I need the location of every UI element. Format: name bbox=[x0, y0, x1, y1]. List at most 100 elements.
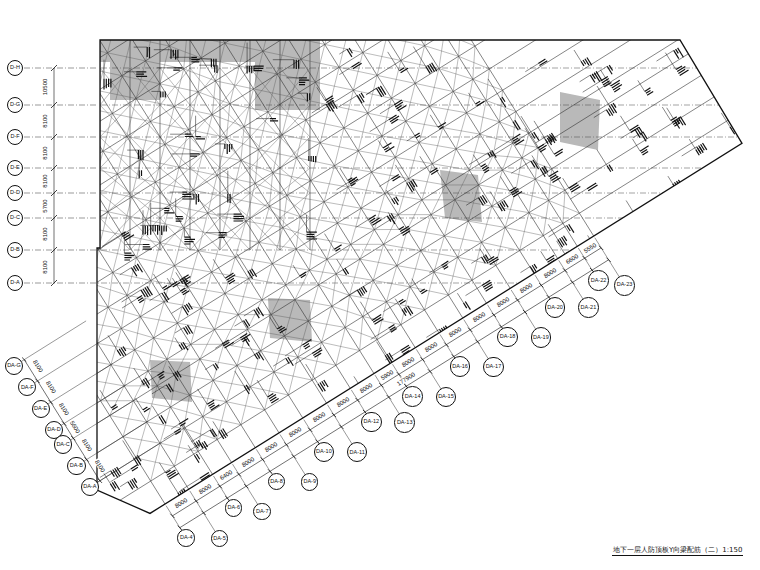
drawing-line bbox=[496, 383, 502, 392]
drawing-line bbox=[565, 487, 568, 492]
drawing-line bbox=[740, 226, 745, 235]
drawing-line bbox=[249, 242, 260, 278]
drawing-line bbox=[500, 176, 509, 191]
drawing-line bbox=[387, 0, 396, 38]
drawing-line bbox=[588, 185, 597, 191]
drawing-line bbox=[24, 168, 740, 169]
drawing-line bbox=[127, 99, 137, 137]
drawing-line bbox=[490, 259, 499, 265]
drawing-line bbox=[190, 105, 220, 137]
drawing-line bbox=[737, 298, 742, 301]
drawing-line bbox=[557, 241, 565, 254]
drawing-line bbox=[217, 138, 227, 176]
drawing-line bbox=[729, 492, 734, 500]
drawing-line bbox=[203, 115, 213, 153]
drawing-line bbox=[581, 446, 586, 453]
drawing-line bbox=[636, 342, 641, 345]
drawing-line bbox=[32, 253, 42, 291]
drawing-line bbox=[247, 66, 248, 73]
drawing-line bbox=[139, 149, 140, 170]
drawing-line bbox=[550, 134, 555, 143]
drawing-line bbox=[349, 0, 358, 30]
drawing-line bbox=[407, 136, 415, 141]
drawing-line bbox=[366, 88, 376, 94]
drawing-line bbox=[201, 272, 211, 308]
drawing-line bbox=[235, 371, 245, 386]
drawing-line bbox=[175, 50, 176, 60]
drawing-line bbox=[400, 300, 406, 304]
drawing-line bbox=[726, 490, 731, 499]
drawing-line bbox=[151, 91, 160, 92]
drawing-line bbox=[431, 170, 438, 174]
drawing-line bbox=[428, 369, 432, 373]
drawing-line bbox=[405, 518, 410, 521]
drawing-line bbox=[561, 463, 571, 479]
drawing-line bbox=[603, 494, 607, 501]
drawing-line bbox=[727, 493, 731, 500]
drawing-line bbox=[726, 311, 731, 318]
drawing-line bbox=[663, 339, 670, 343]
drawing-line bbox=[747, 312, 752, 315]
drawing-line bbox=[722, 166, 725, 171]
drawing-line bbox=[106, 79, 107, 88]
drawing-line bbox=[337, 182, 349, 190]
drawing-line bbox=[340, 502, 346, 511]
drawing-line bbox=[525, 128, 538, 148]
drawing-line bbox=[169, 12, 172, 46]
drawing-line bbox=[51, 190, 57, 196]
drawing-line bbox=[0, 0, 303, 418]
drawing-line bbox=[563, 489, 567, 495]
drawing-line bbox=[333, 502, 338, 510]
drawing-line bbox=[722, 492, 728, 501]
drawing-line bbox=[143, 246, 151, 247]
drawing-line bbox=[383, 406, 394, 423]
drawing-line bbox=[410, 0, 415, 23]
drawing-line bbox=[241, 387, 250, 425]
drawing-line bbox=[656, 227, 664, 232]
drawing-line bbox=[213, 421, 219, 431]
drawing-line bbox=[601, 495, 606, 503]
drawing-line bbox=[640, 259, 643, 264]
drawing-line bbox=[515, 355, 518, 360]
drawing-line bbox=[230, 194, 231, 203]
drawing-line bbox=[379, 179, 391, 187]
drawing-line bbox=[549, 469, 553, 475]
drawing-line bbox=[339, 95, 357, 106]
drawing-line bbox=[283, 195, 287, 227]
drawing-line bbox=[238, 279, 248, 315]
drawing-line bbox=[145, 378, 149, 385]
drawing-line bbox=[536, 431, 543, 435]
drawing-line bbox=[707, 321, 711, 328]
drawing-line bbox=[272, 228, 282, 264]
drawing-line bbox=[724, 165, 728, 171]
drawing-line bbox=[377, 38, 387, 76]
drawing-line bbox=[215, 143, 225, 144]
drawing-line bbox=[8, 14, 17, 52]
drawing-line bbox=[669, 458, 676, 463]
drawing-line bbox=[363, 280, 373, 316]
drawing-line bbox=[21, 321, 86, 362]
drawing-line bbox=[401, 345, 409, 350]
drawing-line bbox=[344, 90, 354, 128]
drawing-line bbox=[592, 367, 597, 374]
drawing-line bbox=[145, 226, 146, 234]
drawing-line bbox=[592, 66, 607, 75]
drawing-line bbox=[468, 328, 472, 332]
drawing-line bbox=[664, 312, 669, 320]
drawing-line bbox=[629, 402, 638, 416]
drawing-line bbox=[79, 7, 117, 15]
drawing-line bbox=[667, 108, 675, 120]
drawing-line bbox=[339, 67, 351, 75]
drawing-line bbox=[170, 134, 185, 135]
drawing-line bbox=[328, 101, 334, 105]
drawing-line bbox=[103, 79, 104, 90]
drawing-line bbox=[657, 229, 664, 233]
drawing-line bbox=[634, 488, 641, 493]
drawing-line bbox=[212, 236, 222, 272]
drawing-line bbox=[554, 475, 563, 489]
drawing-line bbox=[184, 229, 185, 237]
drawing-line bbox=[350, 179, 358, 184]
drawing-line bbox=[391, 119, 398, 123]
drawing-line bbox=[629, 254, 647, 266]
drawing-line bbox=[280, 218, 310, 250]
